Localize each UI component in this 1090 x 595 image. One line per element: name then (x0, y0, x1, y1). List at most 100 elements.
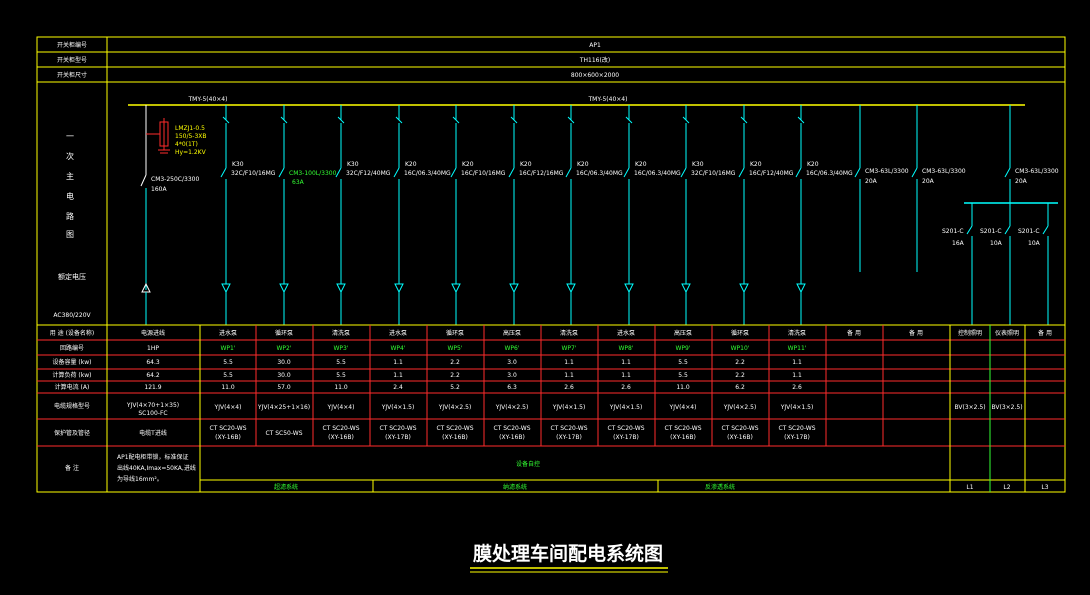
cell-current: 11.0 (334, 384, 348, 391)
table-column-13: 备 用 (847, 329, 861, 337)
cell-pipe2: (XY-16B) (499, 434, 525, 441)
header-label-cabinet-no: 开关柜编号 (57, 41, 87, 49)
cell-cable: YJV(4×1.5) (552, 404, 586, 411)
cell-pipe: CT SC20-WS (778, 425, 815, 432)
circuit-id-l1: L1 (966, 484, 973, 491)
page-title: 膜处理车间配电系统图 (472, 542, 663, 565)
group-ultrafiltration: 超滤系统 (274, 483, 298, 491)
remark-note-line-1: AP1配电柜带锁，标准保证 (117, 453, 189, 461)
circuit-7-contactor: K20 (577, 161, 589, 168)
cell-load: 2.2 (450, 372, 460, 379)
circuit-10-breaker: 16C/F12/40MG (749, 170, 794, 177)
cell-loop: WP2' (276, 345, 291, 352)
circuit-5-breaker: 16C/F10/16MG (461, 170, 506, 177)
cell-load: 1.1 (564, 372, 574, 379)
cell-use: 循环泵 (446, 329, 464, 337)
cell-current: 5.2 (450, 384, 460, 391)
cell-use: 电源进线 (141, 329, 165, 337)
circuit-4-breaker: 16C/06.3/40MG (404, 170, 451, 177)
cell-cap: 5.5 (223, 359, 233, 366)
cell-use: 备 用 (1038, 329, 1052, 337)
circuit-id-l3: L3 (1041, 484, 1048, 491)
cell-loop: 1HP (147, 345, 159, 352)
cell-current: 11.0 (676, 384, 690, 391)
cell-load: 3.0 (507, 372, 517, 379)
side-char-5: 路 (66, 211, 74, 221)
cell-cap: 2.2 (450, 359, 460, 366)
cell-pipe2: (XY-16B) (442, 434, 468, 441)
cell-cable: YJV(4×25+1×16) (257, 404, 310, 411)
incoming-breaker-model: CM3-250C/3300 (151, 176, 199, 183)
ct-line-4: Hy=1.2KV (175, 149, 207, 156)
cell-loop: WP7' (561, 345, 576, 352)
cell-use: 仪表照明 (995, 329, 1019, 337)
table-cells: 电源进线1HP64.364.2121.9YJV(4×70+1×35)SC100-… (126, 329, 1052, 441)
row-label-use: 用 途 (设备名称) (50, 329, 95, 337)
cell-loop: WP11' (788, 345, 807, 352)
ct-line-3: 4*0(1T) (175, 141, 198, 148)
header-label-cabinet-size: 开关柜尺寸 (57, 71, 87, 79)
cell-pipe: CT SC20-WS (379, 425, 416, 432)
circuit-9-contactor: K30 (692, 161, 704, 168)
cell-current: 6.3 (507, 384, 517, 391)
cell-cap: 1.1 (792, 359, 802, 366)
row-label-load: 计算负荷 (kw) (53, 371, 92, 379)
cell-use: 循环泵 (275, 329, 293, 337)
cell-use: 清洗泵 (332, 329, 350, 337)
circuit-1-contactor: K30 (232, 161, 244, 168)
small-breaker-2-rating: 10A (990, 240, 1003, 247)
row-label-cable: 电缆规格型号 (54, 402, 90, 410)
cell-cap: 5.5 (336, 359, 346, 366)
cell-pipe2: (XY-17B) (784, 434, 810, 441)
cell-use: 进水泵 (617, 329, 635, 337)
circuit-8-breaker: 16C/06.3/40MG (634, 170, 681, 177)
cell-loop: WP4' (390, 345, 405, 352)
cell-pipe2: (XY-16B) (215, 434, 241, 441)
small-breaker-2-model: S201-C (980, 228, 1002, 235)
cell-load: 64.2 (146, 372, 160, 379)
circuit-10-contactor: K20 (750, 161, 762, 168)
cell-cable: YJV(4×2.5) (723, 404, 757, 411)
side-char-6: 图 (66, 230, 74, 239)
side-char-2: 次 (66, 151, 74, 161)
cell-load: 1.1 (621, 372, 631, 379)
cell-pipe2: (XY-17B) (385, 434, 411, 441)
header-label-cabinet-model: 开关柜型号 (57, 56, 87, 64)
header-value-cabinet-no: AP1 (589, 42, 601, 49)
circuit-1-breaker: 32C/F10/16MG (231, 170, 276, 177)
side-char-3: 主 (66, 171, 74, 181)
incoming-breaker-rating: 160A (151, 186, 167, 193)
cell-use: 循环泵 (731, 329, 749, 337)
cell-pipe: CT SC20-WS (607, 425, 644, 432)
cell-cap: 5.5 (678, 359, 688, 366)
circuit-5-contactor: K20 (462, 161, 474, 168)
cell-loop: WP6' (504, 345, 519, 352)
cell-cable: YJV(4×4) (214, 404, 242, 411)
cell-pipe2: (XY-16B) (328, 434, 354, 441)
cell-use: 备 用 (909, 329, 923, 337)
busbar-left-label: TMY-5(40×4) (188, 96, 228, 103)
cell-pipe: 电缆T进线 (139, 429, 167, 437)
remark-center: 设备自控 (516, 460, 540, 468)
spare-breaker-1-model: CM3-63L/3300 (865, 168, 909, 175)
spare-breaker-1-rating: 20A (865, 178, 878, 185)
cell-current: 11.0 (221, 384, 235, 391)
cell-load: 2.2 (735, 372, 745, 379)
spare-breaker-2-model: CM3-63L/3300 (922, 168, 966, 175)
cell-loop: WP10' (731, 345, 750, 352)
cell-cable: YJV(4×4) (327, 404, 355, 411)
spare-breaker-3-rating: 20A (1015, 178, 1028, 185)
spare-circuits (854, 105, 1058, 325)
cell-current: 2.6 (621, 384, 631, 391)
row-label-capacity: 设备容量 (kw) (53, 358, 92, 366)
